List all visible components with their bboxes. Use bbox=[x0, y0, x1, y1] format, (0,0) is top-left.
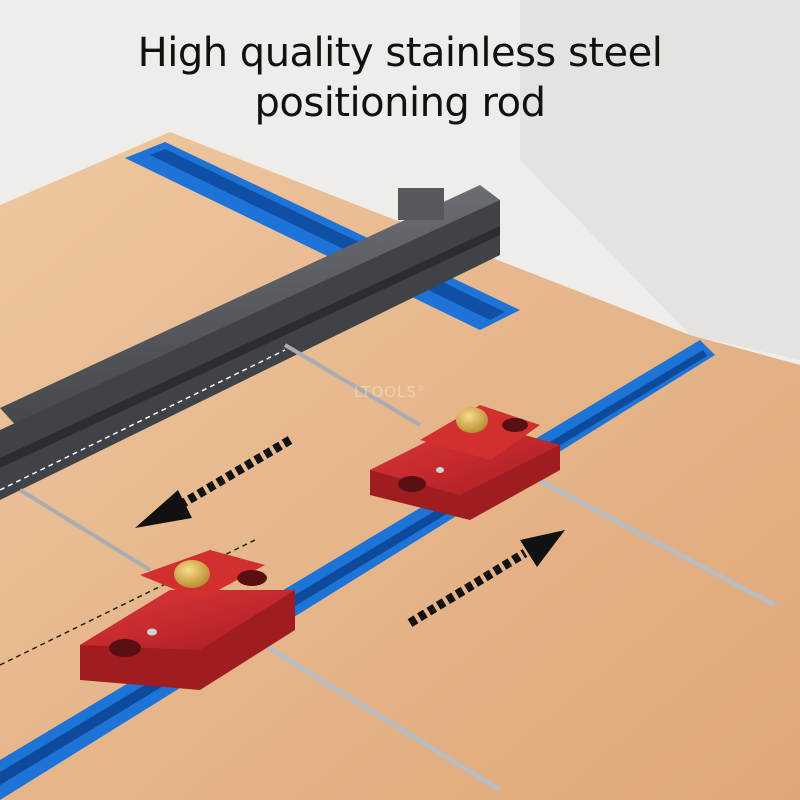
positioning-block-right bbox=[370, 405, 560, 520]
fence-top-face bbox=[0, 185, 500, 430]
fence-end-block bbox=[398, 188, 444, 220]
headline-line-2: positioning rod bbox=[254, 80, 546, 126]
rod-left-back bbox=[18, 488, 152, 572]
fence-slot bbox=[0, 226, 500, 468]
brass-knob-left bbox=[174, 560, 210, 588]
positioning-block-left bbox=[80, 550, 295, 690]
arrow-left-icon bbox=[135, 436, 293, 528]
arrow-right-icon bbox=[407, 530, 565, 627]
watermark-registered-mark: ® bbox=[416, 384, 426, 393]
wall-corner-shade bbox=[520, 0, 800, 360]
guide-line-top bbox=[0, 349, 286, 491]
headline-line-1: High quality stainless steel bbox=[137, 30, 663, 76]
rod-right-back bbox=[283, 343, 422, 427]
brass-knob-right bbox=[456, 407, 488, 433]
brand-watermark: LTOOLS® bbox=[354, 383, 426, 401]
rod-right-front bbox=[508, 462, 777, 608]
watermark-text: LTOOLS bbox=[354, 383, 417, 401]
rod-left-front bbox=[238, 627, 502, 793]
headline: High quality stainless steel positioning… bbox=[0, 28, 800, 128]
